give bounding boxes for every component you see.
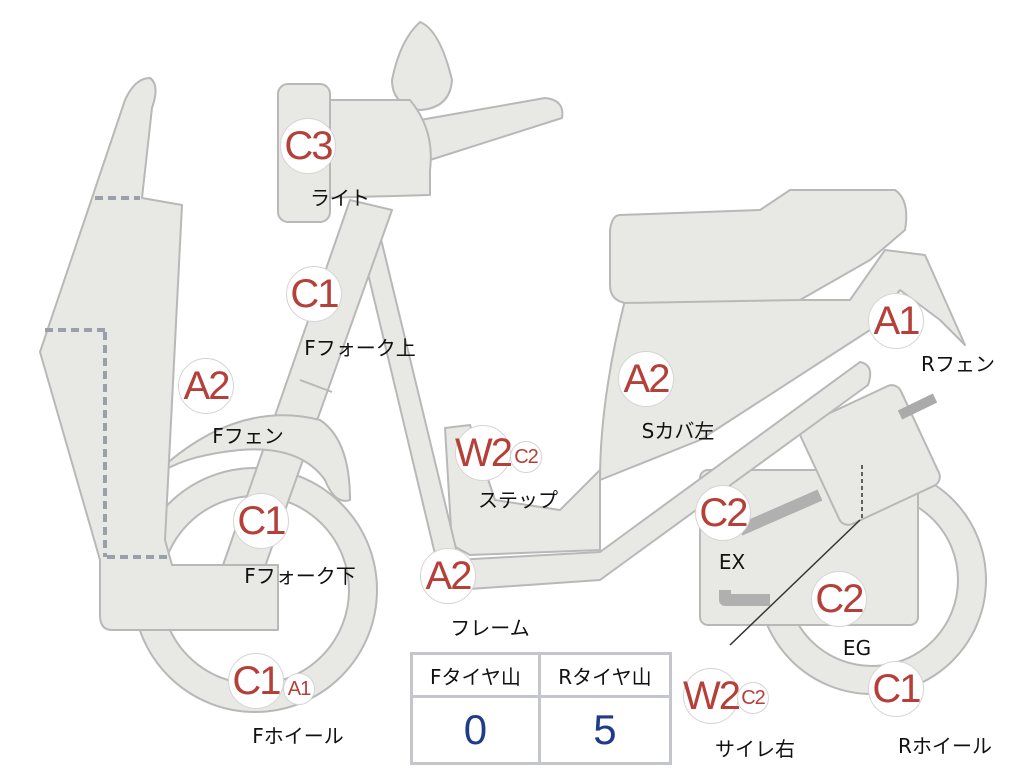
front-fender — [164, 414, 351, 502]
exhaust-pipe — [719, 489, 823, 606]
part-label-f-fork-lower: Fフォーク下 — [244, 564, 356, 588]
grade-badge-ex: C2 — [695, 485, 751, 541]
seat — [609, 189, 908, 304]
grade-badge-eg: C2 — [811, 571, 867, 627]
sub-grade-badge-muffler-right: C2 — [737, 682, 769, 714]
value-rear-tire: 5 — [537, 695, 673, 765]
grade-badge-r-fender: A1 — [868, 293, 924, 349]
leg-shield — [39, 77, 279, 631]
mirror — [391, 21, 453, 111]
pointer-line — [729, 519, 861, 646]
sub-grade-badge-f-wheel: A1 — [283, 673, 315, 705]
grade-badge-f-wheel: C1 — [228, 653, 284, 709]
part-label-ex: EX — [718, 550, 746, 574]
part-label-f-fender: Fフェン — [212, 424, 284, 448]
frame-floor — [454, 361, 872, 591]
part-label-f-fork-upper: Fフォーク上 — [304, 336, 416, 360]
head-cover — [314, 99, 432, 199]
part-label-step: ステップ — [478, 488, 558, 512]
frame-tube — [359, 234, 461, 576]
part-label-eg: EG — [842, 636, 872, 660]
header-front-tire: Fタイヤ山 — [410, 652, 541, 698]
part-label-r-wheel: Rホイール — [898, 734, 992, 758]
grade-badge-s-cover-left: A2 — [618, 351, 674, 407]
grade-badge-r-wheel: C1 — [868, 661, 924, 717]
grade-badge-f-fork-upper: C1 — [286, 266, 342, 322]
grade-badge-step: W2 — [455, 425, 513, 481]
muffler — [799, 384, 941, 526]
part-label-r-fender: Rフェン — [921, 352, 995, 376]
grade-badge-frame: A2 — [420, 548, 476, 604]
header-rear-tire: Rタイヤ山 — [537, 652, 673, 698]
value-front-tire: 0 — [410, 695, 541, 765]
grade-badge-light: C3 — [280, 118, 336, 174]
sub-grade-badge-step: C2 — [510, 441, 542, 473]
part-label-f-wheel: Fホイール — [252, 724, 344, 748]
grade-badge-f-fender: A2 — [178, 358, 234, 414]
part-label-light: ライト — [310, 186, 370, 210]
grade-badge-muffler-right: W2 — [683, 668, 741, 724]
handlebar — [419, 97, 564, 161]
part-label-s-cover-left: Sカバ左 — [641, 419, 715, 443]
grade-badge-f-fork-lower: C1 — [233, 493, 289, 549]
part-label-muffler-right: サイレ右 — [715, 737, 795, 761]
tire-tread-table: Fタイヤ山 Rタイヤ山 0 5 — [410, 652, 673, 765]
part-label-frame: フレーム — [450, 616, 530, 640]
